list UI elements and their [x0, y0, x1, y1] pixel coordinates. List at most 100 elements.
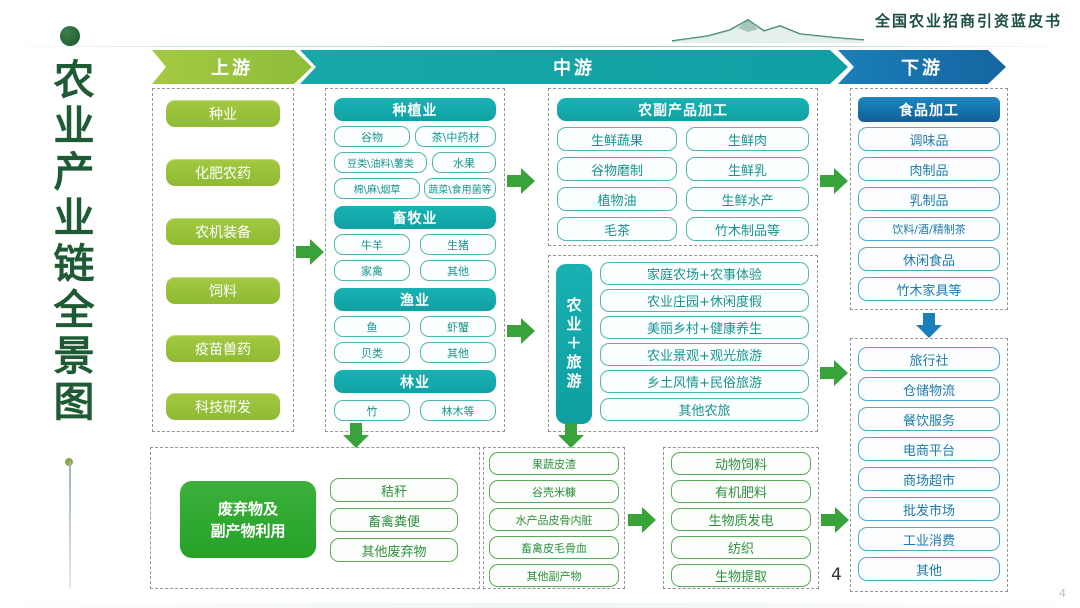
use-item-organic-fertilizer[interactable]: 有机肥料 [671, 480, 811, 503]
forestry-item-bamboo[interactable]: 竹 [334, 400, 410, 421]
stem-line [69, 462, 71, 588]
header-divider [0, 46, 1080, 47]
livestock-item-hogs[interactable]: 生猪 [420, 234, 496, 255]
banner-midstream: 中游 [300, 50, 848, 84]
bullet-dot-icon [60, 26, 80, 46]
upstream-panel [152, 88, 294, 432]
planting-item-fruit[interactable]: 水果 [432, 152, 496, 173]
service-item-travel-agency[interactable]: 旅行社 [858, 347, 1000, 371]
arrow-production-to-processing [507, 168, 537, 194]
food-processing-header: 食品加工 [858, 97, 1000, 122]
book-title: 全国农业招商引资蓝皮书 [874, 12, 1062, 30]
food-item-dairy[interactable]: 乳制品 [858, 187, 1000, 211]
arrow-production-to-tourism [507, 318, 537, 344]
arrow-tourism-to-byproducts [558, 423, 584, 449]
planting-item-cotton[interactable]: 棉\麻\烟草 [334, 178, 420, 199]
service-item-industrial-consumption[interactable]: 工业消费 [858, 527, 1000, 551]
fishery-item-shellfish[interactable]: 贝类 [334, 342, 410, 363]
waste-block-line2: 副产物利用 [210, 521, 286, 540]
waste-source-straw[interactable]: 秸秆 [330, 478, 458, 502]
byproduct-item-husk-bran[interactable]: 谷壳米糠 [489, 480, 619, 503]
upstream-item-rnd[interactable]: 科技研发 [166, 393, 280, 420]
services-panel [850, 338, 1008, 592]
arrow-byproducts-to-uses [628, 507, 658, 533]
processing-panel [548, 88, 818, 246]
arrow-production-to-waste [343, 423, 369, 449]
planting-item-beans[interactable]: 豆类\油料\薯类 [334, 152, 427, 173]
byproduct-item-aquatic-offal[interactable]: 水产品皮骨内脏 [489, 508, 619, 531]
planting-item-grain[interactable]: 谷物 [334, 126, 410, 147]
byproduct-item-fruit-veg-peel[interactable]: 果蔬皮渣 [489, 452, 619, 475]
page-number: 4 [831, 565, 842, 585]
waste-block-line1: 废弃物及 [217, 499, 278, 518]
waste-source-other[interactable]: 其他废弃物 [330, 538, 458, 562]
fishery-item-other[interactable]: 其他 [420, 342, 496, 363]
processing-item-fresh-aquatic[interactable]: 生鲜水产 [686, 187, 809, 211]
processing-item-fresh-produce[interactable]: 生鲜蔬果 [557, 127, 677, 151]
use-item-bio-extraction[interactable]: 生物提取 [671, 564, 811, 587]
bottom-bar [0, 603, 1080, 608]
food-processing-panel [850, 88, 1008, 310]
processing-item-vegetable-oil[interactable]: 植物油 [557, 187, 677, 211]
food-item-beverage[interactable]: 饮料/酒/精制茶 [858, 217, 1000, 241]
food-item-snacks[interactable]: 休闲食品 [858, 247, 1000, 271]
mountain-icon [671, 19, 865, 43]
processing-item-raw-tea[interactable]: 毛茶 [557, 217, 677, 241]
service-item-catering[interactable]: 餐饮服务 [858, 407, 1000, 431]
page-title: 农业产业链全景图 [46, 58, 94, 426]
page-number-corner: 4 [1059, 587, 1066, 600]
food-item-meat[interactable]: 肉制品 [858, 157, 1000, 181]
arrow-tourism-to-services [820, 360, 850, 386]
service-item-wholesale-market[interactable]: 批发市场 [858, 497, 1000, 521]
upstream-item-feed[interactable]: 饲料 [166, 277, 280, 304]
planting-item-veg-fungi[interactable]: 蔬菜\食用菌等 [424, 178, 496, 199]
livestock-item-other[interactable]: 其他 [420, 260, 496, 281]
tourism-item-farm-experience[interactable]: 家庭农场+农事体验 [600, 262, 809, 285]
production-panel [325, 88, 505, 432]
tourism-item-folk-custom[interactable]: 乡土风情+民俗旅游 [600, 370, 809, 393]
food-item-furniture[interactable]: 竹木家具等 [858, 277, 1000, 301]
arrow-food-to-services [916, 313, 942, 339]
processing-header: 农副产品加工 [557, 98, 809, 121]
use-item-textile[interactable]: 纺织 [671, 536, 811, 559]
fishery-item-fish[interactable]: 鱼 [334, 316, 410, 337]
service-item-warehouse-logistics[interactable]: 仓储物流 [858, 377, 1000, 401]
upstream-item-zhongye[interactable]: 种业 [166, 100, 280, 127]
upstream-item-vaccine[interactable]: 疫苗兽药 [166, 335, 280, 362]
byproduct-item-other[interactable]: 其他副产物 [489, 564, 619, 587]
food-item-seasoning[interactable]: 调味品 [858, 127, 1000, 151]
service-item-ecommerce[interactable]: 电商平台 [858, 437, 1000, 461]
planting-item-tea-herb[interactable]: 茶\中药材 [415, 126, 496, 147]
use-item-animal-feed[interactable]: 动物饲料 [671, 452, 811, 475]
use-item-biomass-power[interactable]: 生物质发电 [671, 508, 811, 531]
processing-item-grain-milling[interactable]: 谷物磨制 [557, 157, 677, 181]
service-item-other[interactable]: 其他 [858, 557, 1000, 581]
group-header-planting: 种植业 [334, 98, 496, 121]
upstream-item-machinery[interactable]: 农机装备 [166, 218, 280, 245]
upstream-item-fertilizer[interactable]: 化肥农药 [166, 159, 280, 186]
tourism-item-manor-leisure[interactable]: 农业庄园+休闲度假 [600, 289, 809, 312]
livestock-item-poultry[interactable]: 家禽 [334, 260, 410, 281]
waste-source-manure[interactable]: 畜禽粪便 [330, 508, 458, 532]
processing-item-fresh-meat[interactable]: 生鲜肉 [686, 127, 809, 151]
byproduct-item-livestock-parts[interactable]: 畜禽皮毛骨血 [489, 536, 619, 559]
service-item-supermarket[interactable]: 商场超市 [858, 467, 1000, 491]
waste-uses-panel [663, 447, 819, 589]
group-header-fishery: 渔业 [334, 288, 496, 311]
processing-item-bamboo-wood[interactable]: 竹木制品等 [686, 217, 809, 241]
arrow-processing-to-food [820, 168, 850, 194]
group-header-forestry: 林业 [334, 370, 496, 393]
livestock-item-cattle-sheep[interactable]: 牛羊 [334, 234, 410, 255]
group-header-livestock: 畜牧业 [334, 206, 496, 229]
tourism-item-landscape-sightseeing[interactable]: 农业景观+观光旅游 [600, 343, 809, 366]
processing-item-fresh-dairy[interactable]: 生鲜乳 [686, 157, 809, 181]
tourism-item-village-health[interactable]: 美丽乡村+健康养生 [600, 316, 809, 339]
waste-utilization-block: 废弃物及 副产物利用 [180, 481, 316, 558]
fishery-item-shrimp[interactable]: 虾蟹 [420, 316, 496, 337]
arrow-upstream-to-production [296, 239, 326, 265]
forestry-item-timber[interactable]: 林木等 [420, 400, 496, 421]
tourism-item-other[interactable]: 其他农旅 [600, 398, 809, 421]
waste-panel [150, 447, 480, 589]
banner-upstream: 上游 [152, 50, 312, 84]
